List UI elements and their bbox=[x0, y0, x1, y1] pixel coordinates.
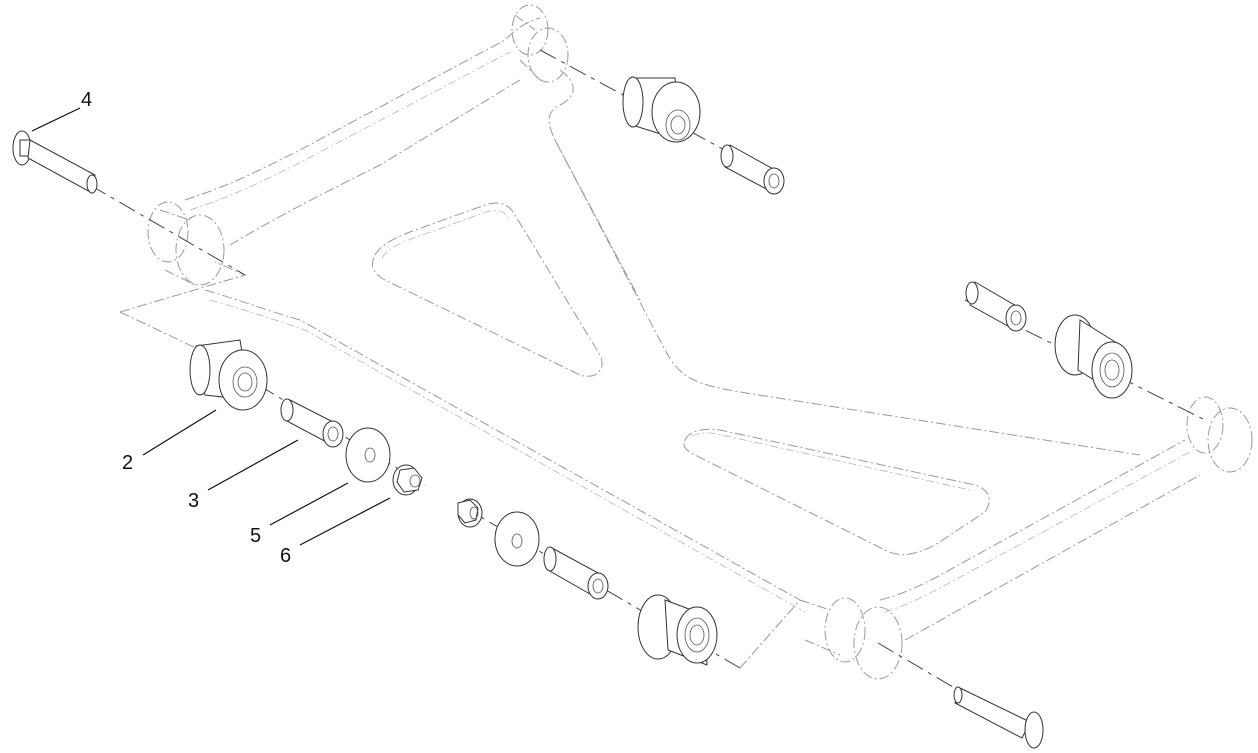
flange-nut-bottom[interactable] bbox=[457, 498, 483, 528]
flanged-bushing-bottom[interactable] bbox=[637, 594, 718, 666]
spacer-tube-bottom[interactable] bbox=[543, 546, 609, 600]
callout-labels: 4 2 3 5 6 bbox=[81, 89, 291, 567]
flanged-bushing-left[interactable] bbox=[189, 339, 268, 411]
callout-leaders bbox=[31, 107, 391, 546]
callout-2: 2 bbox=[122, 452, 133, 474]
flat-washer-bottom[interactable] bbox=[494, 511, 540, 567]
swing-arm-frame bbox=[119, 17, 1201, 641]
callout-4: 4 bbox=[81, 89, 92, 111]
spacer-tube-right[interactable] bbox=[965, 281, 1027, 332]
pivot-bolt-upper[interactable] bbox=[12, 130, 98, 194]
callout-5: 5 bbox=[250, 525, 261, 547]
pivot-bolt-lower[interactable] bbox=[953, 686, 1044, 749]
flange-nut-left[interactable] bbox=[392, 464, 423, 496]
spacer-tube-left[interactable] bbox=[280, 398, 344, 448]
callout-6: 6 bbox=[280, 545, 291, 567]
flanged-bushing-right[interactable] bbox=[1054, 314, 1133, 399]
frame-pivot-tubes bbox=[147, 4, 1253, 680]
spacer-tube-top[interactable] bbox=[720, 144, 785, 195]
flat-washer-left[interactable] bbox=[345, 427, 391, 483]
callout-3: 3 bbox=[188, 490, 199, 512]
flanged-bushing-top[interactable] bbox=[622, 76, 701, 143]
